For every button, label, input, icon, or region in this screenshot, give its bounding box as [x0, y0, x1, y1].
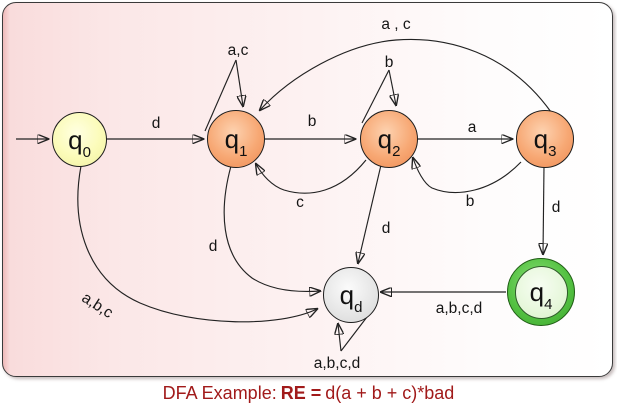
- edge-label-qd-self: a,b,c,d: [313, 355, 361, 372]
- state-q4: q4: [507, 258, 575, 326]
- edge-label-q1-self: a,c: [227, 42, 249, 59]
- edge-q2-selfloop-in: [388, 69, 396, 105]
- edge-q1-selfloop-out: [204, 59, 237, 132]
- state-q4-label: q4: [529, 277, 553, 314]
- state-qd: qd: [323, 267, 379, 323]
- state-q0: q0: [52, 112, 107, 167]
- caption-re-label: RE =: [280, 383, 322, 403]
- edge-q1-selfloop-in: [235, 59, 243, 106]
- edge-q1-to-qd-curve: [223, 165, 320, 292]
- edge-q2-selfloop-out: [361, 69, 390, 124]
- edge-q2-to-qd: [358, 164, 382, 263]
- edge-label-q3-q4: d: [551, 199, 561, 216]
- edge-qd-selfloop-out: [340, 312, 371, 352]
- edge-q3-to-q2-curve: [413, 158, 522, 194]
- state-q4-inner-circle: q4: [514, 265, 568, 319]
- edge-label-q3-q1: a , c: [381, 16, 411, 33]
- caption: DFA Example:RE =d(a + b + c)*bad: [0, 383, 617, 404]
- edge-label-q2-q1: c: [296, 194, 304, 211]
- edge-label-q4-qd: a,b,c,d: [435, 300, 483, 317]
- edges-layer: [16, 38, 552, 352]
- caption-prefix: DFA Example:: [162, 383, 277, 403]
- state-q2-label: q2: [377, 124, 401, 161]
- state-q1-label: q1: [224, 124, 248, 161]
- edge-label-q0-q1: d: [151, 115, 161, 132]
- state-q1: q1: [207, 110, 265, 168]
- edge-label-q1-qd: d: [208, 238, 218, 255]
- edge-qd-selfloop-in: [338, 324, 341, 352]
- edge-label-q3-q2: b: [465, 193, 475, 210]
- state-qd-label: qd: [339, 280, 363, 317]
- caption-re-value: d(a + b + c)*bad: [325, 383, 455, 403]
- edge-q3-to-q4: [543, 165, 544, 254]
- state-q3-label: q3: [533, 124, 557, 161]
- edge-label-q2-qd: d: [381, 220, 391, 237]
- state-q3: q3: [516, 110, 574, 168]
- edge-q0-to-qd-curve: [77, 165, 317, 323]
- state-q2: q2: [360, 110, 418, 168]
- edge-label-q2-self: b: [384, 54, 394, 71]
- edge-q2-to-q1-curve: [256, 159, 367, 194]
- edge-label-q2-q3: a: [467, 119, 477, 136]
- edge-q3-to-q1-curve: [260, 38, 552, 113]
- state-q0-label: q0: [68, 124, 91, 161]
- edge-label-q1-q2: b: [307, 113, 317, 130]
